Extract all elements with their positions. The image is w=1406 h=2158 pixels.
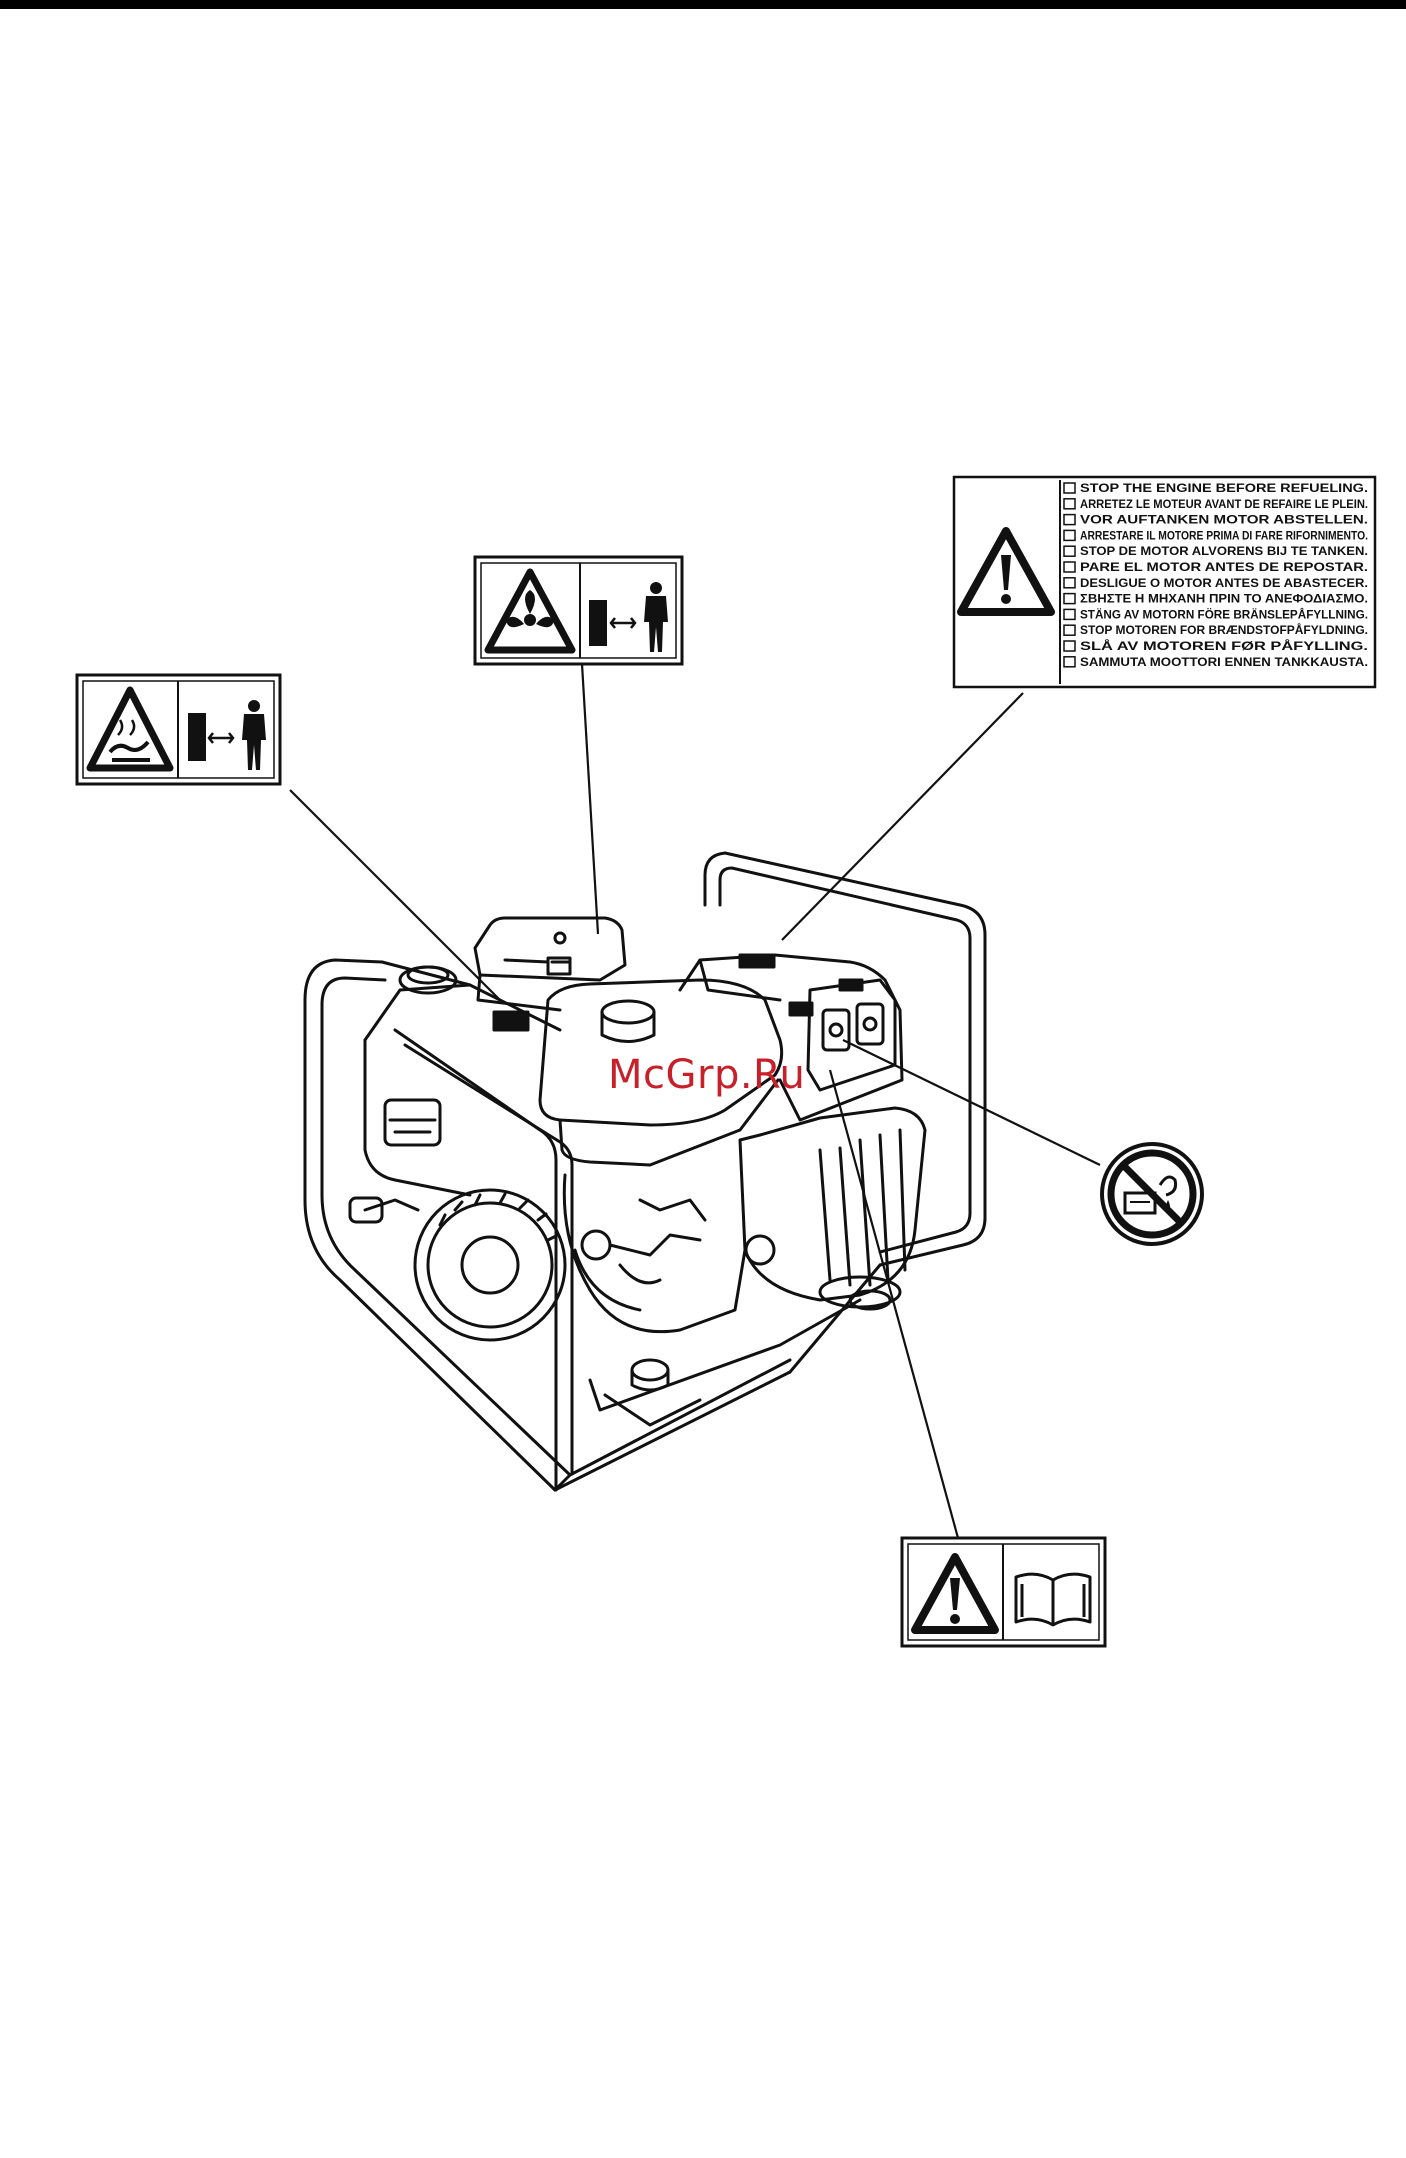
refueling-warning-line: STÄNG AV MOTORN FÖRE BRÄNSLEPÅFYLLNING. [1080, 608, 1368, 621]
hot-surface-label [75, 673, 282, 786]
refueling-warning-line: STOP MOTOREN FOR BRÆNDSTOFPÅFYLDNING. [1080, 624, 1368, 637]
refueling-warning-line: SLÅ AV MOTOREN FØR PÅFYLLING. [1080, 640, 1368, 653]
refueling-warning-line: ARRESTARE IL MOTORE PRIMA DI FARE RIFORN… [1080, 530, 1368, 542]
hot-surface-warning-icon [86, 686, 174, 772]
language-flag-box [1063, 577, 1076, 589]
language-flag-box [1063, 592, 1076, 605]
language-flag-box [1063, 656, 1076, 668]
refueling-warning-line: DESLIGUE O MOTOR ANTES DE ABASTECER. [1080, 578, 1368, 590]
refueling-warning-line: STOP DE MOTOR ALVORENS BIJ TE TANKEN. [1080, 546, 1368, 558]
warning-triangle-icon [911, 1553, 999, 1634]
refueling-warning-line: STOP THE ENGINE BEFORE REFUELING. [1080, 483, 1368, 495]
no-water-prohibition-icon [1107, 1149, 1197, 1239]
read-manual-label [900, 1536, 1107, 1648]
keep-distance-icon [188, 700, 266, 770]
read-manual-book-icon [1014, 1572, 1092, 1627]
warning-triangle-icon [957, 527, 1055, 616]
refueling-warning-line: SAMMUTA MOOTTORI ENNEN TANKKAUSTA. [1080, 657, 1368, 669]
language-flag-box [1063, 608, 1076, 621]
language-flag-box [1063, 561, 1076, 573]
language-flag-box [1063, 545, 1076, 557]
refueling-warning-text: STOP THE ENGINE BEFORE REFUELING. ARRETEZ… [1063, 482, 1368, 669]
language-flag-box [1063, 513, 1076, 526]
language-flag-box [1063, 529, 1076, 542]
refueling-warning-line: PARE EL MOTOR ANTES DE REPOSTAR. [1080, 562, 1368, 574]
language-flag-box [1063, 482, 1076, 494]
refueling-warning-line: VOR AUFTANKEN MOTOR ABSTELLEN. [1080, 515, 1368, 527]
rotating-fan-warning-icon [484, 568, 576, 654]
refueling-warning-line: ARRETEZ LE MOTEUR AVANT DE REFAIRE LE PL… [1080, 499, 1368, 511]
language-flag-box [1063, 640, 1076, 652]
language-flag-box [1063, 498, 1076, 510]
generator-illustration [303, 851, 987, 1492]
no-water-label [1100, 1142, 1204, 1246]
watermark: McGrp.Ru [608, 1052, 806, 1098]
language-flag-box [1063, 624, 1076, 636]
top-rule [0, 0, 1406, 9]
refueling-warning-label: STOP THE ENGINE BEFORE REFUELING. ARRETEZ… [952, 475, 1377, 689]
refueling-warning-line: ΣΒΗΣΤΕ Η ΜΗΧΑΝΗ ΠΡΙΝ ΤΟ ΑΝΕΦΟΔΙΑΣΜΟ. [1080, 594, 1368, 606]
keep-distance-icon [589, 582, 668, 652]
rotating-parts-label [473, 555, 684, 666]
